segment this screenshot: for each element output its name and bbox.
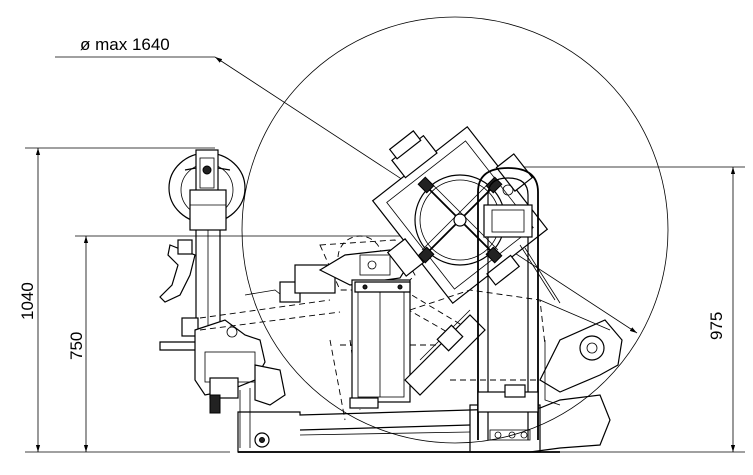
wheel-flange	[414, 174, 506, 266]
left-column	[159, 149, 341, 414]
height-arm-label: 750	[67, 332, 86, 360]
right-pivot	[539, 299, 623, 406]
height-total-label: 1040	[18, 282, 37, 320]
diameter-dimension: ø max 1640	[55, 35, 638, 334]
height-shaft-dimension: 975	[505, 166, 745, 453]
diameter-label: ø max 1640	[80, 35, 170, 54]
base-frame	[237, 388, 611, 453]
roll-bar	[477, 167, 561, 440]
center-column	[349, 279, 411, 409]
height-shaft-label: 975	[707, 312, 726, 340]
tilt-linkage-ghost	[409, 289, 546, 398]
height-total-dimension: 1040	[18, 147, 230, 453]
lift-cylinder	[404, 309, 486, 396]
